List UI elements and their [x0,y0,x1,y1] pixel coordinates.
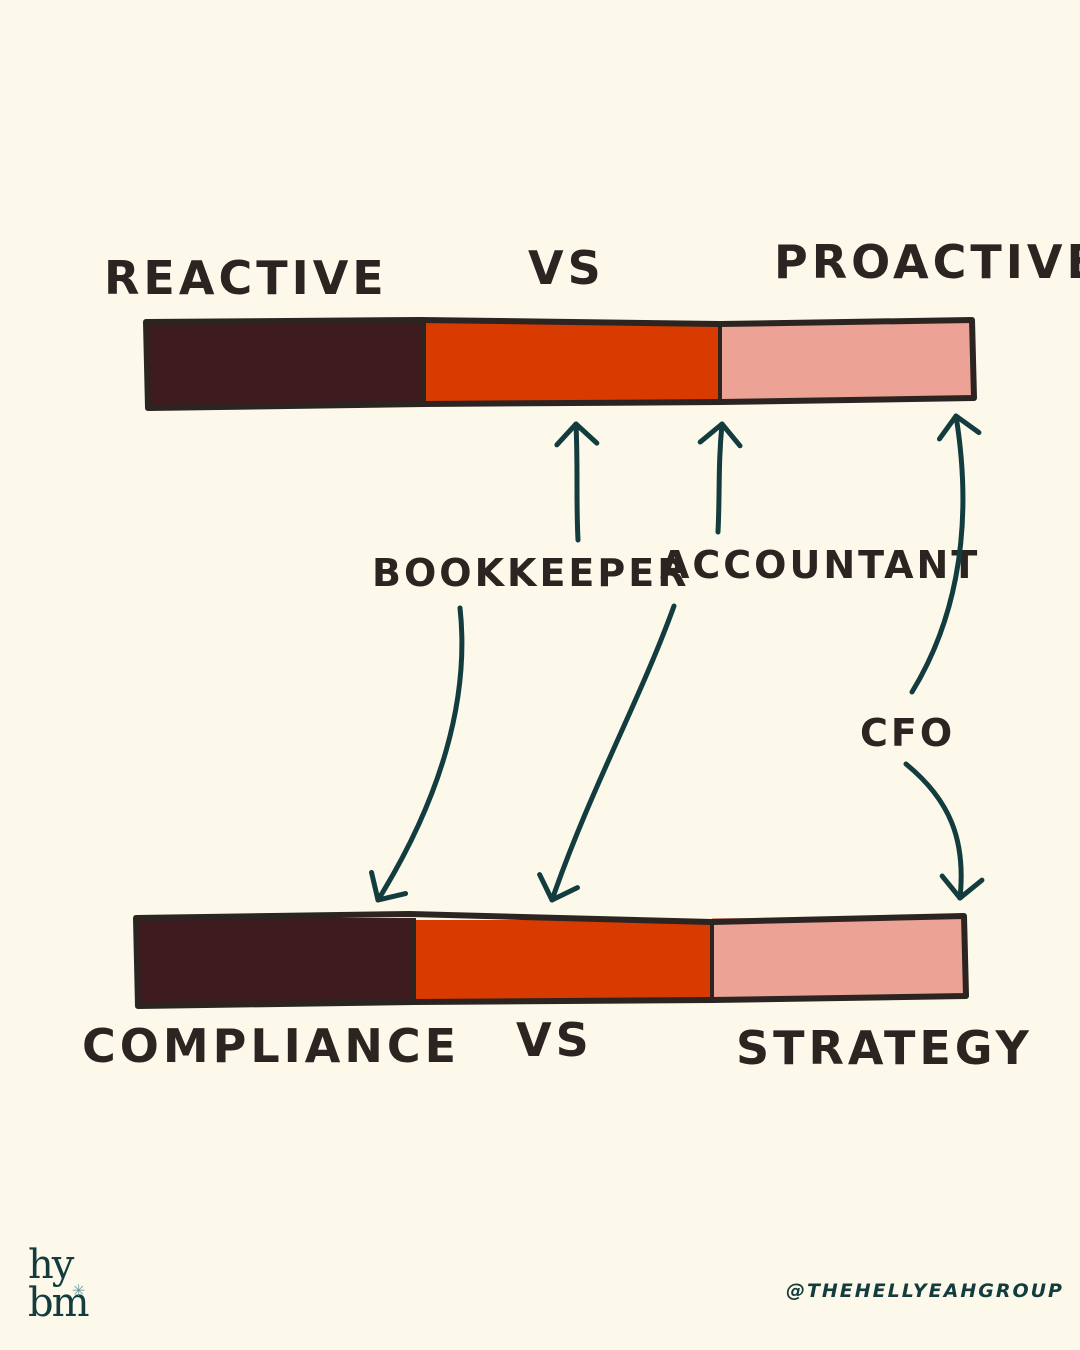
top-bar-segment-dark [146,322,424,406]
strategy-label: STRATEGY [736,1021,1033,1075]
bookkeeper-up-arrow [554,421,600,543]
top-bar-segment-mid [424,322,720,404]
hybm-logo: hy bm ✳ [28,1242,98,1332]
bookkeeper-label: BOOKKEEPER [372,551,689,595]
bottom-bar-segment-mid [414,920,712,1002]
bottom-bar-segment-light [712,918,966,998]
top-bar-segment-light [720,322,974,400]
proactive-label: PROACTIVE [774,235,1080,289]
logo-line-1: hy [28,1242,74,1288]
top-bar-outline [143,317,977,411]
accountant-down-arrow [537,603,677,903]
reactive-label: REACTIVE [104,251,388,305]
logo-line-2: bm [28,1280,90,1326]
top-bar [143,317,977,411]
bottom-bar [133,911,969,1009]
cfo-up-arrow [909,413,982,695]
cfo-down-arrow [903,761,985,901]
accountant-label: ACCOUNTANT [660,543,980,587]
social-handle: @THEHELLYEAHGROUP [785,1280,1064,1302]
bookkeeper-down-arrow [369,605,465,903]
bottom-bar-segment-dark [136,918,414,1004]
accountant-up-arrow [697,421,743,535]
bottom-bar-outline [133,911,969,1009]
sparkle-icon: ✳ [72,1281,86,1300]
top-vs-label: VS [528,241,605,295]
compliance-label: COMPLIANCE [82,1019,460,1073]
cfo-label: CFO [860,711,955,755]
bottom-vs-label: VS [516,1013,593,1067]
